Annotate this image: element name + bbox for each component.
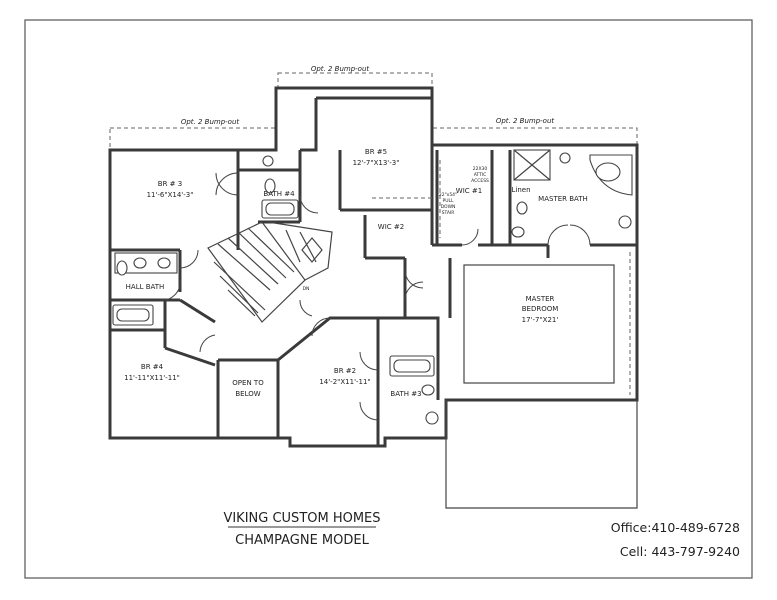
wic2-label: WIC #2 — [378, 223, 404, 231]
pull-down-stair-line1: 22"x54" — [439, 192, 457, 198]
master-bedroom-outline — [463, 264, 615, 384]
br5-size: 12'-7"X13'-3" — [353, 159, 400, 167]
stair-down-label: DN — [303, 286, 310, 292]
bath3-label: BATH #3 — [390, 390, 421, 398]
br5-name: BR #5 — [365, 148, 387, 156]
attic-access-line3: ACCESS — [471, 178, 489, 184]
garage-outline — [445, 400, 638, 509]
master-bath-fixtures — [511, 149, 633, 238]
door-swings — [159, 172, 591, 421]
master-bath-label: MASTER BATH — [538, 195, 588, 203]
hall-bath-label: HALL BATH — [126, 283, 165, 291]
exterior-wall — [108, 86, 639, 448]
bumpout-outlines — [109, 72, 638, 151]
bumpout-label-top: Opt. 2 Bump-out — [311, 65, 370, 73]
company-name: VIKING CUSTOM HOMES — [223, 511, 380, 526]
model-name: CHAMPAGNE MODEL — [235, 533, 369, 548]
br4-name: BR #4 — [141, 363, 164, 371]
master-bedroom-name-line1: MASTER — [526, 295, 555, 303]
attic-access-line2: ATTIC — [474, 172, 487, 178]
pull-down-stair-line2: PULL — [442, 198, 454, 204]
pull-down-stair-line4: STAIR — [442, 210, 455, 216]
linen-label: Linen — [511, 186, 530, 194]
staircase — [207, 221, 333, 323]
attic-access-line1: 22X30 — [473, 166, 488, 172]
br3-size: 11'-6"X14'-3" — [147, 191, 194, 199]
br3-name: BR # 3 — [158, 180, 182, 188]
hall-bath-fixtures — [112, 252, 178, 326]
bath4-fixtures — [261, 155, 299, 219]
cell-phone: Cell: 443-797-9240 — [620, 544, 740, 559]
bumpout-label-left: Opt. 2 Bump-out — [181, 118, 240, 126]
br4-size: 11'-11"X11'-11" — [124, 374, 180, 382]
office-phone: Office:410-489-6728 — [611, 520, 740, 535]
bath4-label: BATH #4 — [263, 190, 295, 198]
bumpout-dashed-lines — [372, 160, 631, 395]
br2-name: BR #2 — [334, 367, 356, 375]
open-to-below-line2: BELOW — [235, 390, 260, 398]
master-bedroom-size: 17'-7"X21' — [522, 316, 559, 324]
bumpout-label-right: Opt. 2 Bump-out — [496, 117, 555, 125]
bath3-fixtures — [389, 355, 439, 425]
wic1-label: WIC #1 — [456, 187, 482, 195]
master-bedroom-name-line2: BEDROOM — [522, 305, 559, 313]
br2-size: 14'-2"X11'-11" — [319, 378, 370, 386]
open-to-below-line1: OPEN TO — [232, 379, 264, 387]
pull-down-stair-line3: DOWN — [441, 204, 456, 210]
interior-walls — [110, 96, 637, 446]
page-border — [24, 19, 753, 579]
